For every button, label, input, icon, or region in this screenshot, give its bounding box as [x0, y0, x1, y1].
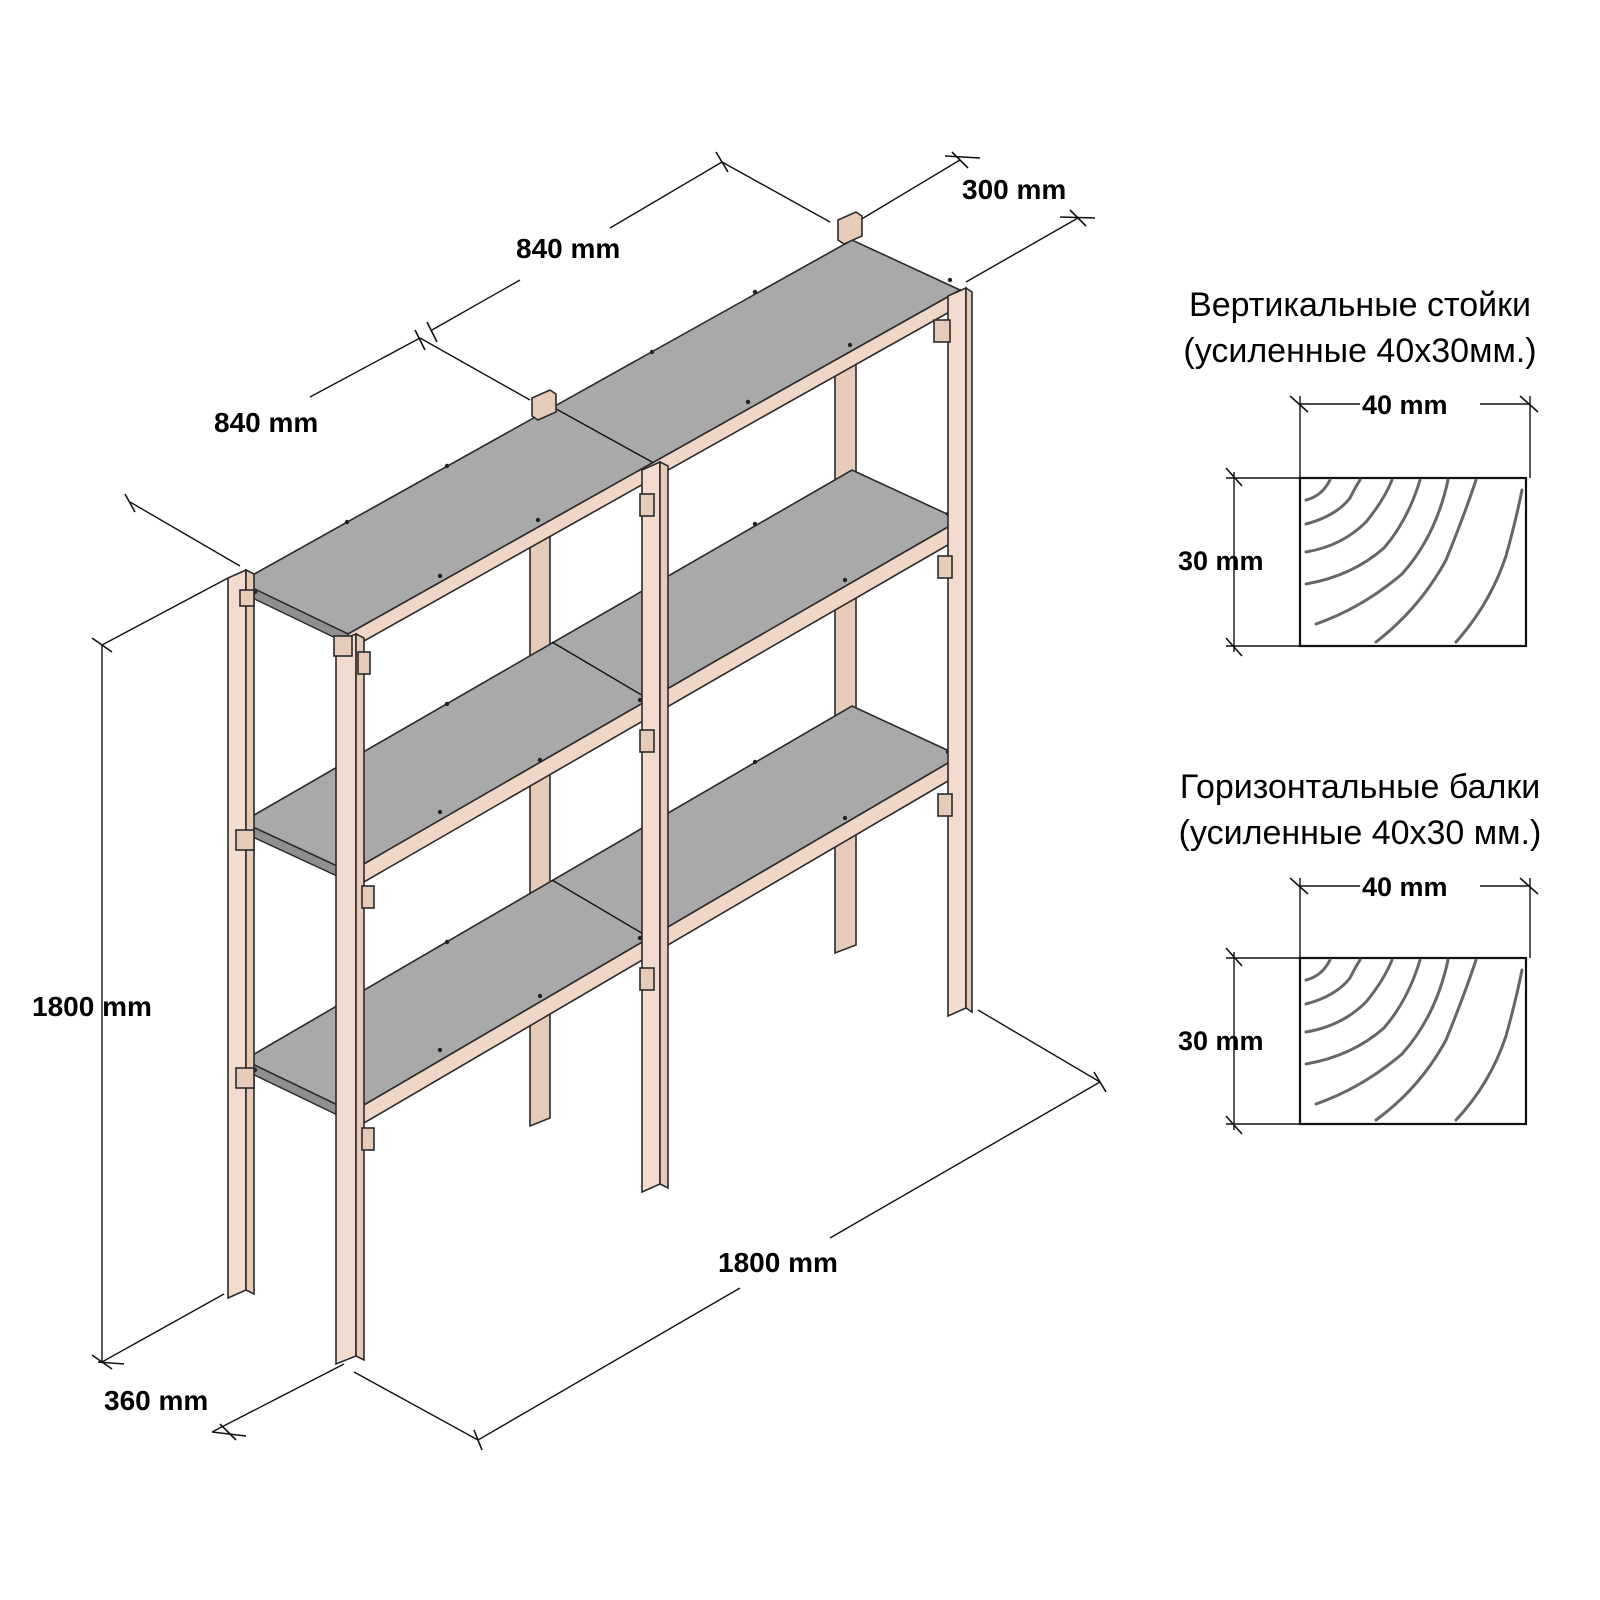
dim-total-width: 1800 mm: [718, 1247, 838, 1278]
front-posts: [227, 211, 973, 1366]
dim-top-depth: 300 mm: [962, 174, 1066, 205]
legend-beams-height-label: 30 mm: [1178, 1026, 1264, 1056]
dim-height: 1800 mm: [32, 991, 152, 1022]
legend-posts-title: Вертикальные стойки: [1189, 286, 1531, 324]
dim-top-front-width: 840 mm: [214, 407, 318, 438]
legend-beams-width-label: 40 mm: [1362, 872, 1448, 902]
legend-posts-width-label: 40 mm: [1362, 390, 1448, 420]
dim-top-back-width: 840 mm: [516, 233, 620, 264]
dimension-lines: [91, 151, 1107, 1451]
legend-posts-subtitle: (усиленные 40x30мм.): [1183, 332, 1536, 370]
legend-beams-subtitle: (усиленные 40x30 мм.): [1179, 814, 1542, 852]
legend-posts-height-label: 30 mm: [1178, 546, 1264, 576]
legend-beams-title: Горизонтальные балки: [1180, 768, 1540, 806]
dim-bottom-depth: 360 mm: [104, 1385, 208, 1416]
legend-beams: Горизонтальные балки (усиленные 40x30 мм…: [1178, 768, 1542, 1135]
post-wood-grain: [1304, 478, 1524, 644]
beam-wood-grain: [1304, 958, 1524, 1122]
legend-posts: Вертикальные стойки (усиленные 40x30мм.)…: [1178, 286, 1539, 657]
